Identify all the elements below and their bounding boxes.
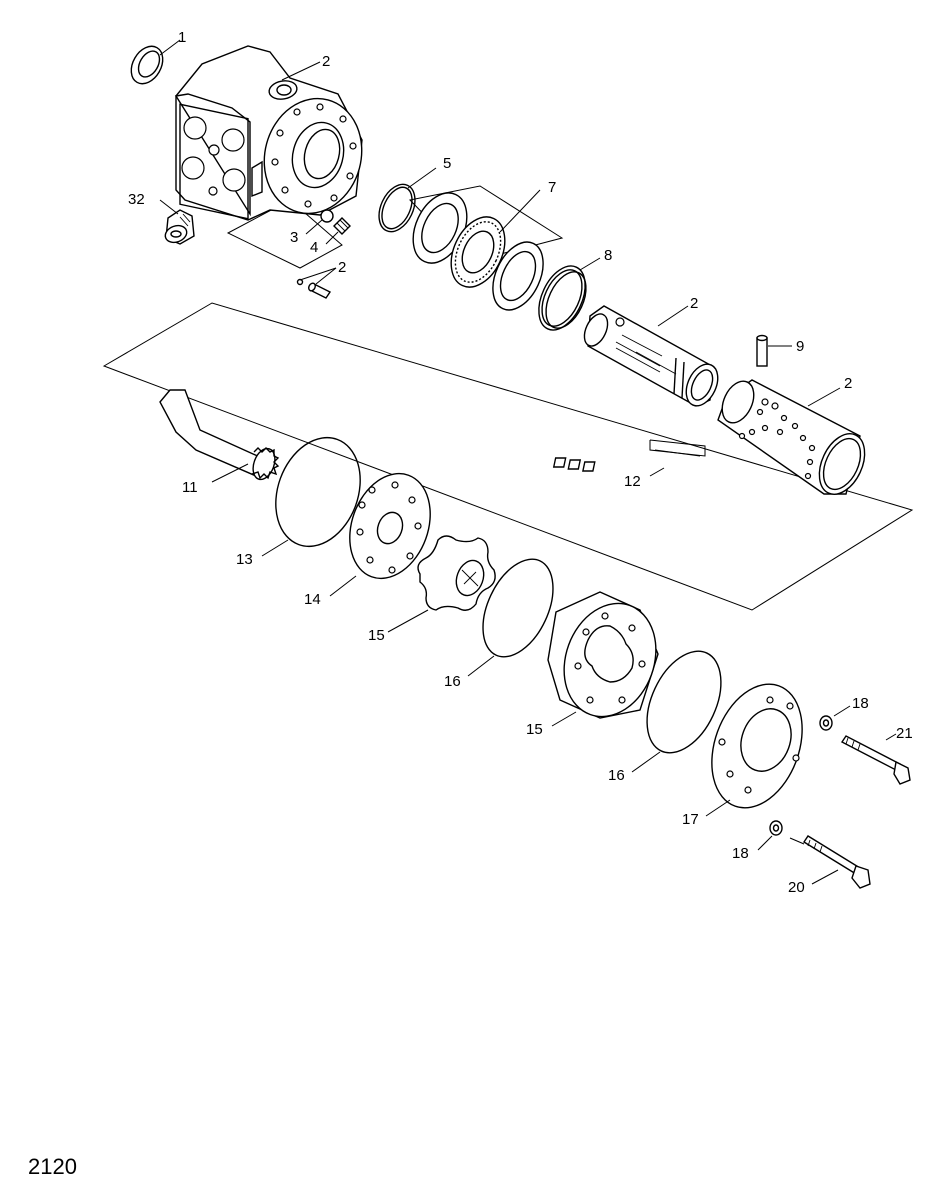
part-2-spool (583, 305, 719, 407)
part-2-housing (174, 45, 363, 221)
part-14-spacer-plate (349, 472, 431, 580)
part-1-seal (130, 45, 164, 85)
part-15-rotor (417, 535, 496, 611)
part-32-plug (164, 209, 195, 245)
part-18-washer (819, 715, 833, 731)
part-4-bushing (333, 217, 351, 235)
callout-2: 2 (322, 53, 330, 70)
sleeve-ports (738, 398, 816, 480)
callout-7: 7 (548, 179, 556, 196)
part-21-bolt (840, 735, 911, 785)
callout-11: 11 (182, 479, 198, 496)
kit-outline-spool-sleeve (102, 302, 914, 611)
callout-18: 18 (852, 695, 869, 712)
callout-5: 5 (443, 155, 451, 172)
callout-21: 21 (896, 725, 913, 742)
part-9-pin (756, 334, 768, 367)
part-18-washer-2 (769, 820, 783, 836)
callout-15: 15 (526, 721, 543, 738)
part-17-end-cap (711, 683, 803, 809)
part-3-check-ball (320, 209, 334, 223)
figure-number: 2120 (28, 1154, 77, 1179)
callout-2: 2 (690, 295, 698, 312)
part-20-bolt (789, 835, 871, 889)
part-13-o-ring (275, 436, 361, 548)
callout-2: 2 (844, 375, 852, 392)
part-15-stator (547, 591, 659, 719)
callout-13: 13 (236, 551, 253, 568)
part-16-o-ring (482, 558, 554, 658)
callouts: 1 2 32 3 4 2 5 7 8 2 9 2 12 11 13 14 15 … (128, 29, 913, 896)
callout-8: 8 (604, 247, 612, 264)
callout-1: 1 (178, 29, 186, 46)
part-8-ring (538, 265, 587, 331)
part-12-centering-springs (552, 439, 706, 472)
callout-32: 32 (128, 191, 145, 208)
part-2-sleeve (717, 379, 866, 495)
part-2-pin-and-ball (296, 278, 332, 299)
callout-12: 12 (624, 473, 641, 490)
leader-lines (159, 39, 897, 885)
callout-17: 17 (682, 811, 699, 828)
callout-4: 4 (310, 239, 318, 256)
callout-20: 20 (788, 879, 805, 896)
callout-16: 16 (608, 767, 625, 784)
part-11-drive-shaft (159, 389, 280, 481)
callout-14: 14 (304, 591, 321, 608)
callout-3: 3 (290, 229, 298, 246)
bearing-race-washer-2 (492, 241, 544, 311)
housing-bolt-holes (271, 103, 357, 208)
callout-15: 15 (368, 627, 385, 644)
callout-18: 18 (732, 845, 749, 862)
part-5-o-ring (378, 183, 416, 233)
callout-2: 2 (338, 259, 346, 276)
callout-16: 16 (444, 673, 461, 690)
part-16-o-ring-2 (646, 650, 722, 754)
callout-9: 9 (796, 338, 804, 355)
